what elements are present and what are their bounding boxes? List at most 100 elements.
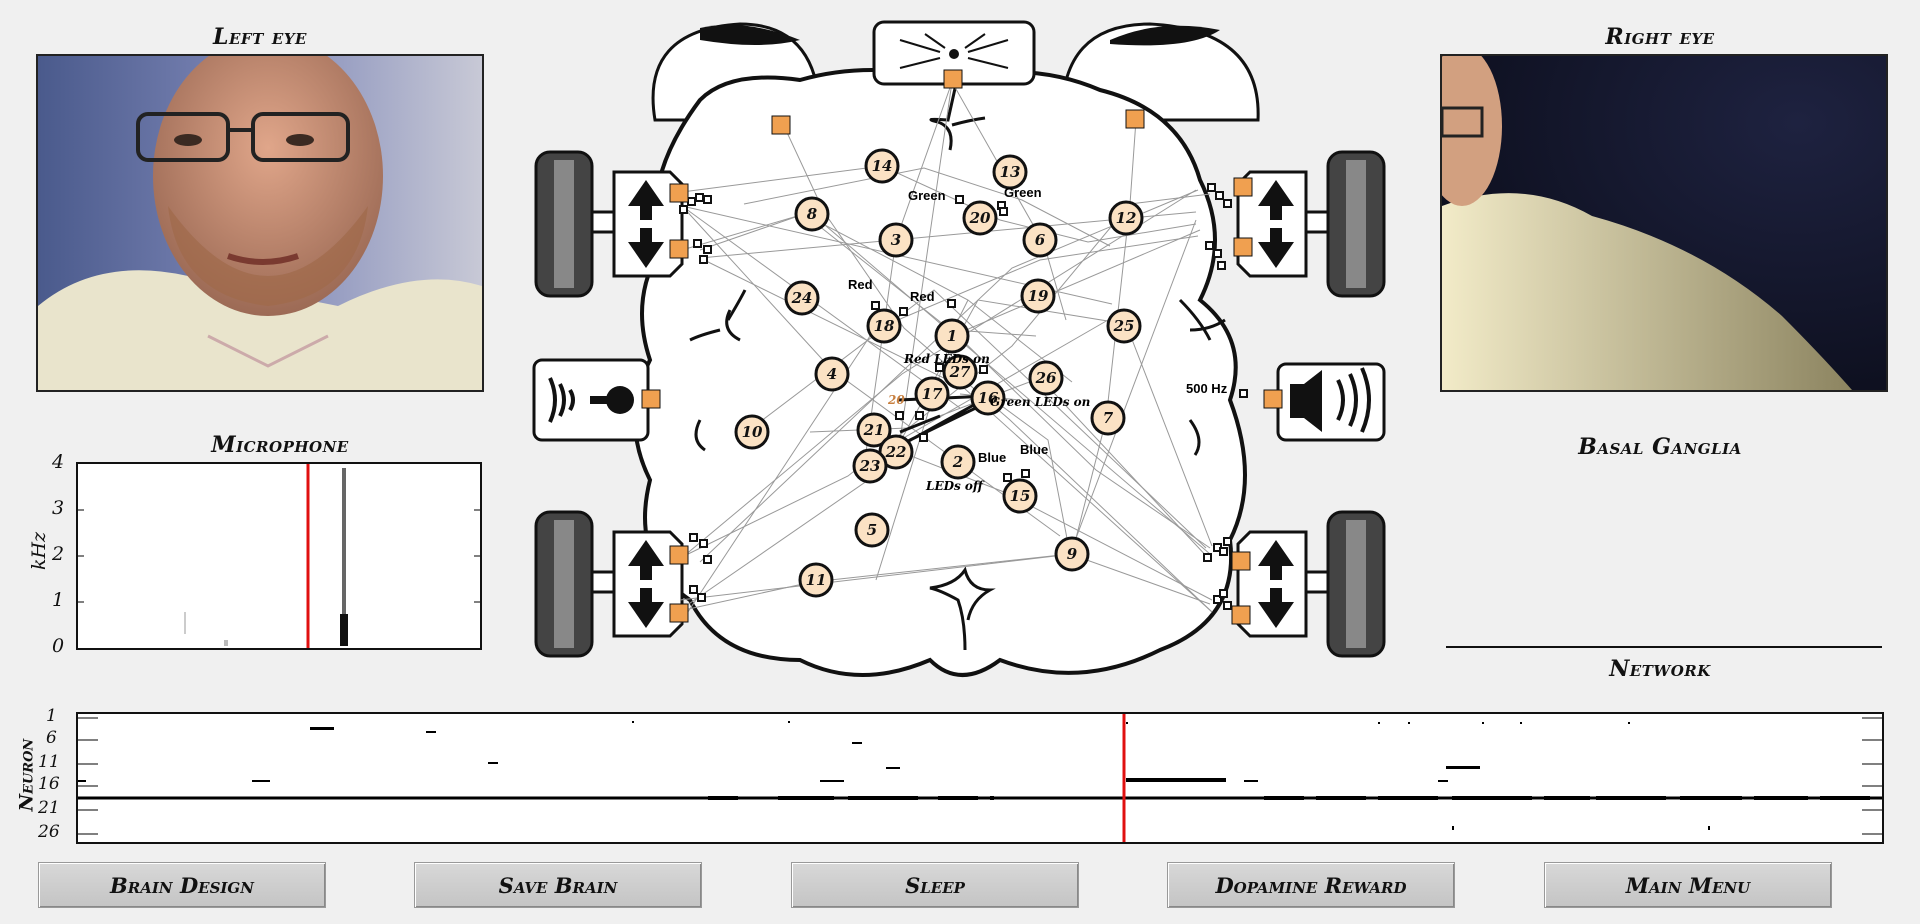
label-green-left: Green	[908, 188, 946, 203]
svg-text:22: 22	[885, 443, 907, 461]
svg-text:14: 14	[872, 157, 893, 175]
neuron-6[interactable]: 6	[1022, 222, 1058, 258]
left-eye-image	[38, 56, 482, 390]
label-green-right: Green	[1004, 185, 1042, 200]
neuron-8[interactable]: 8	[794, 196, 830, 232]
neuron-27[interactable]: 27	[942, 354, 978, 390]
main-menu-button[interactable]: Main Menu	[1544, 862, 1832, 908]
label-green-leds-on: Green LEDs on	[990, 395, 1090, 409]
neuron-1[interactable]: 1	[934, 318, 970, 354]
sleep-button[interactable]: Sleep	[791, 862, 1079, 908]
neuron-19[interactable]: 19	[1020, 278, 1056, 314]
label-blue-right: Blue	[1020, 442, 1048, 457]
svg-text:27: 27	[949, 363, 971, 381]
mic-ytick-0: 0	[52, 635, 65, 657]
microphone-spectrogram	[76, 462, 482, 650]
svg-text:25: 25	[1113, 317, 1135, 335]
right-eye-camera	[1440, 54, 1888, 392]
svg-text:12: 12	[1116, 209, 1137, 227]
wheel-back-left	[534, 510, 594, 658]
svg-text:18: 18	[874, 317, 895, 335]
save-brain-button[interactable]: Save Brain	[414, 862, 702, 908]
speaker-actuator	[1276, 362, 1386, 442]
svg-text:5: 5	[867, 521, 877, 539]
label-500hz: 500 Hz	[1186, 381, 1228, 396]
microphone-sensor	[532, 358, 650, 442]
spectrogram-plot	[78, 464, 480, 648]
neuron-9[interactable]: 9	[1054, 536, 1090, 572]
mic-ytick-1: 1	[52, 589, 65, 611]
synapse-terminals	[679, 183, 1248, 610]
neuron-13[interactable]: 13	[992, 154, 1028, 190]
neuron-15[interactable]: 15	[1002, 478, 1038, 514]
wheel-front-right	[1326, 150, 1386, 298]
network-title: Network	[1609, 656, 1711, 682]
raster-ytick-6: 6	[46, 728, 57, 748]
neuron-22[interactable]: 22	[878, 434, 914, 470]
svg-text:3: 3	[891, 231, 901, 249]
neuron-17[interactable]: 17	[914, 376, 950, 412]
microphone-title: Microphone	[211, 432, 349, 458]
neuron-23[interactable]: 23	[852, 448, 888, 484]
neuron-12[interactable]: 12	[1108, 200, 1144, 236]
svg-text:1: 1	[947, 327, 957, 345]
neuron-4[interactable]: 4	[814, 356, 850, 392]
motor-front-left	[612, 170, 684, 278]
svg-text:19: 19	[1028, 287, 1049, 305]
label-blue-left: Blue	[978, 450, 1006, 465]
mic-ytick-4: 4	[52, 451, 65, 473]
svg-text:26: 26	[1035, 369, 1057, 387]
raster-ytick-11: 11	[38, 752, 60, 772]
basal-ganglia-title: Basal Ganglia	[1578, 434, 1742, 460]
right-eye-image	[1442, 56, 1886, 390]
label-red-leds-on: Red LEDs on	[903, 352, 990, 366]
svg-text:10: 10	[742, 423, 763, 441]
label-leds-off: LEDs off	[925, 479, 985, 493]
label-red-left: Red	[848, 277, 873, 292]
wheel-front-left	[534, 150, 594, 298]
network-divider	[1446, 646, 1882, 648]
raster-canvas	[78, 714, 1882, 842]
dopamine-reward-button[interactable]: Dopamine Reward	[1167, 862, 1455, 908]
left-eye-title: Left eye	[213, 24, 307, 50]
neuron-20[interactable]: 20	[962, 200, 998, 236]
label-red-right: Red	[910, 289, 935, 304]
brain-diagram: 1 2 3 4 5 6 7 8 9 10 11 12 13 14 15 16 1…	[532, 20, 1386, 677]
svg-text:8: 8	[807, 205, 818, 223]
neuron-25[interactable]: 25	[1106, 308, 1142, 344]
neuron-7[interactable]: 7	[1090, 400, 1126, 436]
svg-text:4: 4	[827, 365, 837, 383]
svg-text:16: 16	[978, 389, 999, 407]
spikes	[78, 721, 1870, 830]
neuron-26[interactable]: 26	[1028, 360, 1064, 396]
brain-design-button[interactable]: Brain Design	[38, 862, 326, 908]
svg-text:11: 11	[806, 571, 827, 589]
svg-text:13: 13	[1000, 163, 1021, 181]
neuron-11[interactable]: 11	[798, 562, 834, 598]
right-eye-title: Right eye	[1605, 24, 1715, 50]
svg-text:7: 7	[1103, 409, 1114, 427]
mic-ylabel: kHz	[28, 531, 51, 571]
sensor-pads	[641, 69, 1283, 625]
svg-text:2: 2	[952, 453, 963, 471]
neuron-10[interactable]: 10	[734, 414, 770, 450]
neuron-18[interactable]: 18	[866, 308, 902, 344]
label-ghost-20: 20	[887, 393, 905, 407]
motor-front-right	[1236, 170, 1308, 278]
raster-ytick-1: 1	[46, 706, 57, 726]
neuron-5[interactable]: 5	[854, 512, 890, 548]
neurons: 1 2 3 4 5 6 7 8 9 10 11 12 13 14 15 16 1…	[734, 148, 1144, 598]
neuron-24[interactable]: 24	[784, 280, 820, 316]
neuron-21[interactable]: 21	[856, 412, 892, 448]
neuron-raster-plot	[76, 712, 1884, 844]
svg-text:9: 9	[1067, 545, 1078, 563]
neuron-3[interactable]: 3	[878, 222, 914, 258]
neuron-14[interactable]: 14	[864, 148, 900, 184]
raster-ytick-26: 26	[38, 822, 60, 842]
raster-ytick-16: 16	[38, 774, 60, 794]
neuron-2[interactable]: 2	[940, 444, 976, 480]
svg-text:17: 17	[922, 385, 943, 403]
mic-ytick-2: 2	[52, 543, 65, 565]
neuron-16[interactable]: 16	[970, 380, 1006, 416]
raster-ylabel: Neuron	[15, 738, 38, 812]
